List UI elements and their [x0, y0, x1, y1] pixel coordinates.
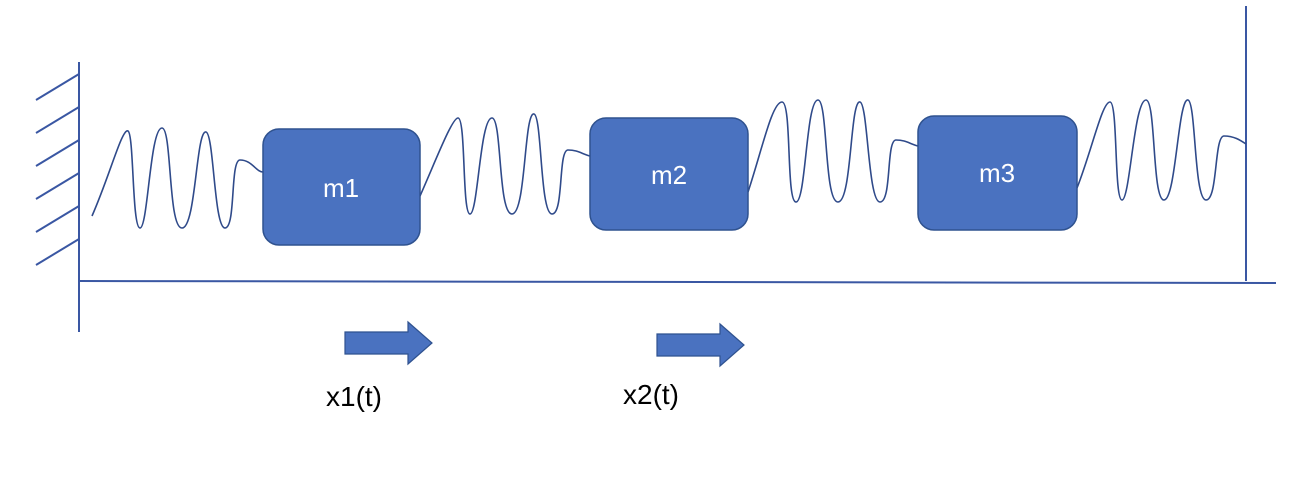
hatch-line: [35, 139, 80, 167]
displacement-label-x1: x1(t): [326, 381, 382, 412]
mass-block-m2: m2: [589, 117, 749, 231]
mass-label: m3: [979, 158, 1015, 188]
mass-box: [589, 117, 749, 231]
spring-2: [419, 113, 591, 215]
hatch-line: [35, 73, 80, 101]
mass-label: m2: [651, 160, 687, 190]
hatch-line: [35, 238, 80, 266]
mass-label: m1: [323, 173, 359, 203]
spring-4: [1076, 99, 1247, 201]
ground-line: [78, 280, 1277, 284]
wall-hatching: [35, 73, 80, 266]
mass-box: [262, 128, 421, 246]
hatch-line: [35, 205, 80, 233]
hatch-line: [35, 172, 80, 200]
left-wall: [35, 62, 80, 332]
mass-box: [917, 115, 1078, 231]
spring-1: [91, 127, 264, 229]
mass-block-m3: m3: [917, 115, 1078, 231]
right-arrow-icon: [344, 320, 433, 366]
displacement-label-x2: x2(t): [623, 379, 679, 410]
spring-3: [747, 99, 919, 203]
hatch-line: [35, 106, 80, 134]
mass-block-m1: m1: [262, 128, 421, 246]
right-arrow-icon: [656, 322, 745, 368]
